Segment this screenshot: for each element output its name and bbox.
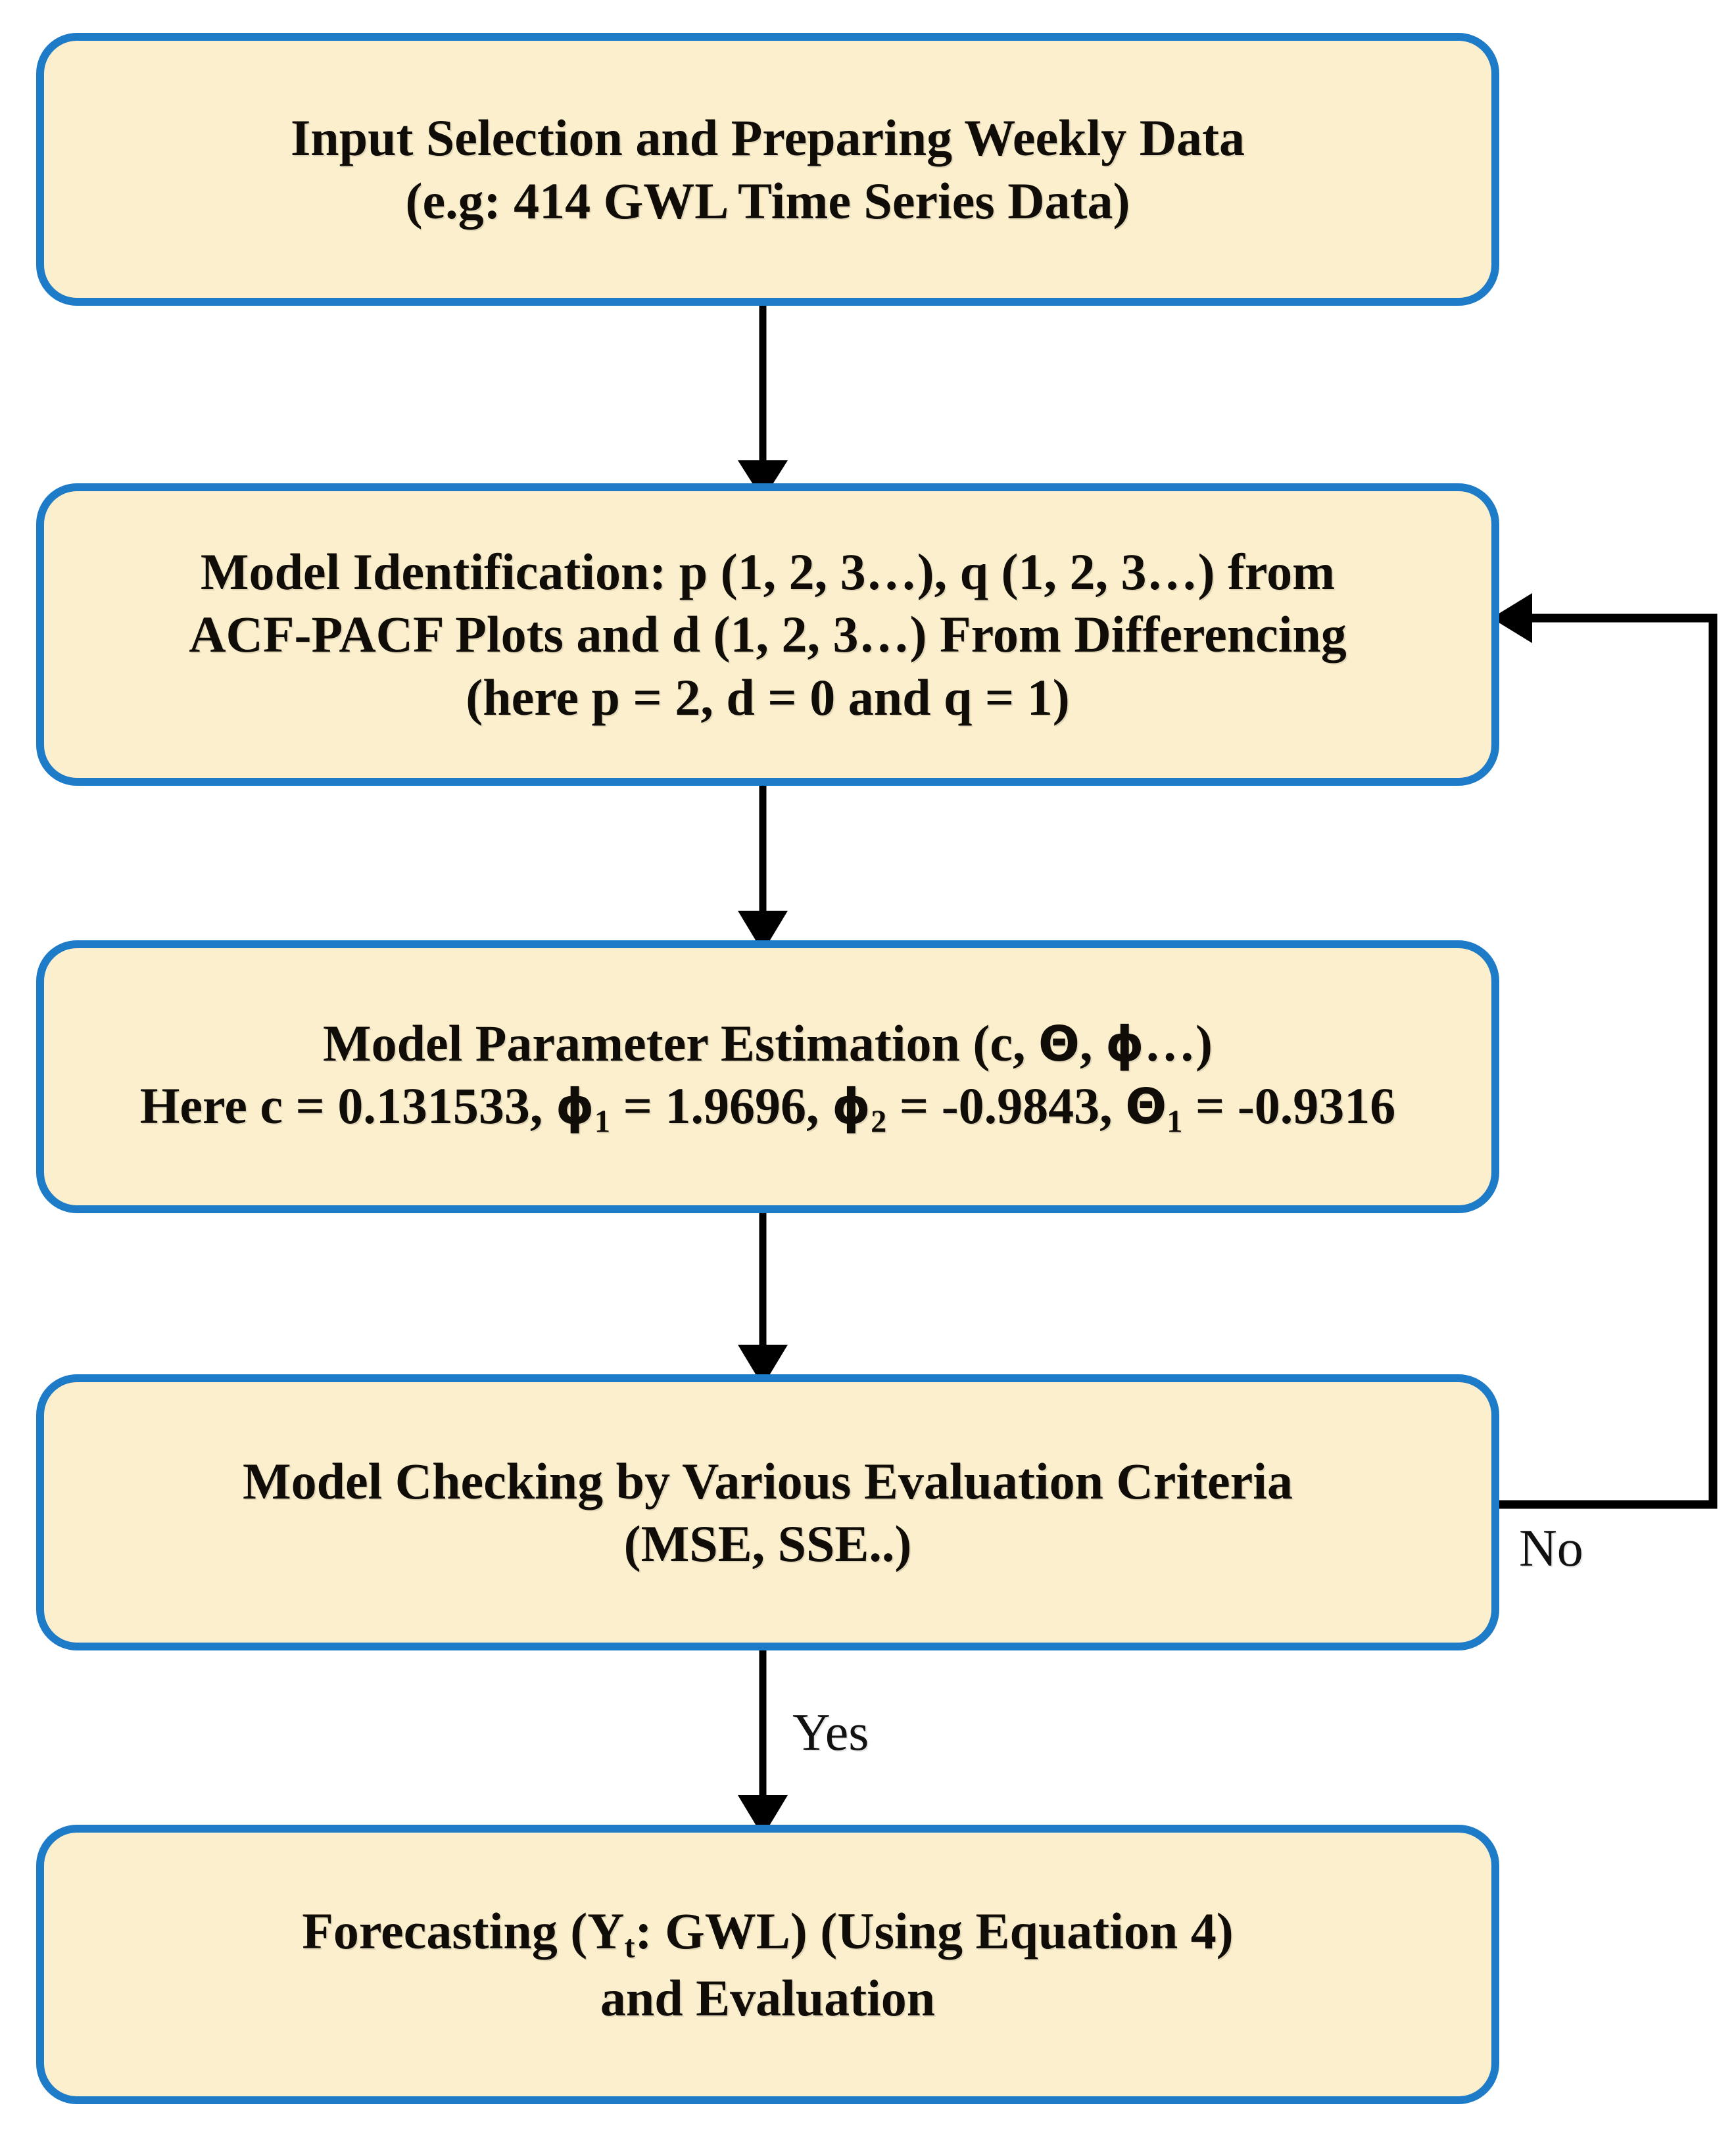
param-phi2-value: = -0.9843, bbox=[886, 1076, 1126, 1134]
node-model-identification-text: Model Identification: p (1, 2, 3…), q (1… bbox=[162, 541, 1373, 728]
theta-symbol: Θ bbox=[1038, 1015, 1080, 1072]
yt-subscript: t bbox=[624, 1929, 635, 1965]
arrow-input-to-identification bbox=[738, 306, 788, 500]
arrow-identification-to-parameter bbox=[738, 786, 788, 952]
arrow-checking-to-identification-no bbox=[1489, 593, 1718, 1509]
node-model-identification-line3: (here p = 2, d = 0 and q = 1) bbox=[466, 668, 1070, 726]
node-model-checking-text: Model Checking by Various Evaluation Cri… bbox=[216, 1450, 1319, 1575]
node-forecasting-text: Forecasting (Yt: GWL) (Using Equation 4)… bbox=[276, 1900, 1260, 2030]
phi-symbol: ϕ bbox=[1105, 1015, 1145, 1072]
param-theta1-value: = -0.9316 bbox=[1182, 1076, 1396, 1134]
node-input-selection-line2: (e.g: 414 GWL Time Series Data) bbox=[405, 172, 1130, 229]
node-parameter-estimation-text: Model Parameter Estimation (c, Θ, ϕ…) He… bbox=[114, 1012, 1422, 1142]
param-line1-suffix: …) bbox=[1144, 1014, 1213, 1072]
arrow-checking-to-forecasting-yes bbox=[738, 1650, 788, 1837]
node-forecasting-line2: and Evaluation bbox=[600, 1969, 936, 2027]
theta1-subscript: 1 bbox=[1167, 1104, 1183, 1140]
node-input-selection-text: Input Selection and Preparing Weekly Dat… bbox=[264, 107, 1271, 231]
node-input-selection-line1: Input Selection and Preparing Weekly Dat… bbox=[290, 109, 1245, 167]
param-line1-prefix: Model Parameter Estimation (c, bbox=[322, 1014, 1039, 1072]
node-parameter-estimation[interactable]: Model Parameter Estimation (c, Θ, ϕ…) He… bbox=[36, 940, 1499, 1213]
forecast-line1-b: : GWL) (Using Equation 4) bbox=[635, 1902, 1234, 1960]
param-line1-mid: , bbox=[1080, 1014, 1106, 1072]
phi1-subscript: 1 bbox=[594, 1104, 611, 1140]
node-parameter-estimation-line2: Here c = 0.131533, ϕ1 = 1.9696, ϕ2 = -0.… bbox=[139, 1076, 1396, 1140]
node-forecasting[interactable]: Forecasting (Yt: GWL) (Using Equation 4)… bbox=[36, 1825, 1499, 2104]
param-c-value: Here c = 0.131533, bbox=[139, 1076, 556, 1134]
phi2-symbol: ϕ bbox=[832, 1078, 871, 1135]
phi2-subscript: 2 bbox=[871, 1104, 887, 1140]
node-parameter-estimation-line1: Model Parameter Estimation (c, Θ, ϕ…) bbox=[323, 1015, 1213, 1072]
node-model-checking-line1: Model Checking by Various Evaluation Cri… bbox=[243, 1452, 1293, 1510]
node-model-checking-line2: (MSE, SSE..) bbox=[623, 1515, 912, 1572]
phi1-symbol: ϕ bbox=[555, 1078, 594, 1135]
node-model-identification-line1: Model Identification: p (1, 2, 3…), q (1… bbox=[200, 543, 1336, 601]
theta1-symbol: Θ bbox=[1125, 1078, 1167, 1135]
node-model-identification-line2: ACF-PACF Plots and d (1, 2, 3…) From Dif… bbox=[189, 606, 1347, 663]
node-forecasting-line1: Forecasting (Yt: GWL) (Using Equation 4) bbox=[302, 1902, 1234, 1965]
param-phi1-value: = 1.9696, bbox=[610, 1076, 832, 1134]
edge-label-yes: Yes bbox=[792, 1704, 869, 1762]
node-model-identification[interactable]: Model Identification: p (1, 2, 3…), q (1… bbox=[36, 483, 1499, 786]
node-input-selection[interactable]: Input Selection and Preparing Weekly Dat… bbox=[36, 33, 1499, 306]
node-model-checking[interactable]: Model Checking by Various Evaluation Cri… bbox=[36, 1374, 1499, 1650]
edge-label-no: No bbox=[1519, 1520, 1583, 1577]
arrow-parameter-to-checking bbox=[738, 1213, 788, 1386]
forecast-line1-a: Forecasting (Y bbox=[302, 1902, 625, 1960]
